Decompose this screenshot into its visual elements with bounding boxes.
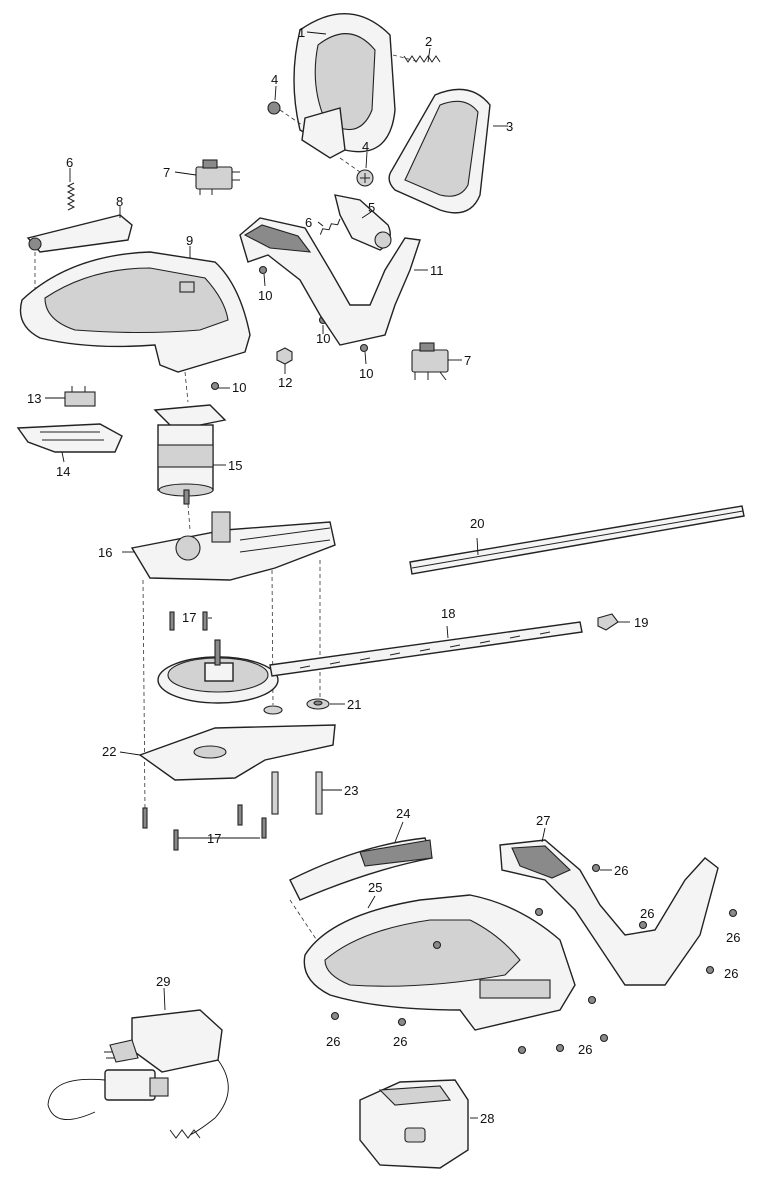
label-4-top: 4 (271, 72, 278, 87)
part-10-screw-a (258, 265, 268, 275)
part-7-switch-bottom (411, 342, 449, 381)
gear-wheel (157, 639, 279, 704)
label-18: 18 (441, 606, 455, 621)
part-29-charger (47, 1009, 229, 1139)
label-10-b: 10 (316, 331, 330, 346)
part-3-handle-cover (388, 88, 491, 214)
label-11: 11 (430, 263, 444, 278)
part-2-spring (403, 55, 441, 63)
label-8: 8 (116, 194, 123, 209)
label-26-e: 26 (578, 1042, 592, 1057)
label-17-top: 17 (182, 610, 196, 625)
label-4-bottom: 4 (362, 139, 369, 154)
label-10-d: 10 (232, 380, 246, 395)
part-1-front-handle (293, 12, 396, 159)
label-3: 3 (506, 119, 513, 134)
part-21-washer-left (263, 705, 283, 715)
part-5-trigger (334, 194, 392, 251)
part-6-spring-left (66, 182, 76, 211)
label-25: 25 (368, 880, 382, 895)
part-6-spring-right (319, 218, 341, 235)
label-26-b: 26 (640, 906, 654, 921)
label-6-right: 6 (305, 215, 312, 230)
label-7-top: 7 (163, 165, 170, 180)
part-8-lever (26, 214, 133, 253)
part-10-screw-d (210, 381, 220, 391)
label-22: 22 (102, 744, 116, 759)
part-18-blade (269, 621, 583, 677)
part-23-bolts (271, 771, 323, 815)
part-12-nut (276, 347, 293, 365)
part-17-screws-bottom (142, 804, 267, 851)
label-5: 5 (368, 200, 375, 215)
label-1: 1 (298, 25, 305, 40)
part-7-switch-top (195, 159, 240, 195)
part-26-screws (330, 863, 738, 1055)
label-20: 20 (470, 516, 484, 531)
part-11-rear-handle (239, 217, 421, 346)
label-29: 29 (156, 974, 170, 989)
label-6-left: 6 (66, 155, 73, 170)
part-16-gear-housing (130, 511, 336, 581)
part-24-grip-overlay (289, 837, 433, 901)
part-22-gear-cover (138, 724, 336, 781)
part-17-screws-top (169, 611, 208, 631)
part-27-rear-handle-cover (499, 839, 719, 986)
label-26-d: 26 (724, 966, 738, 981)
label-10-c: 10 (359, 366, 373, 381)
label-26-a: 26 (614, 863, 628, 878)
label-24: 24 (396, 806, 410, 821)
part-28-battery (359, 1079, 469, 1169)
label-9: 9 (186, 233, 193, 248)
label-21: 21 (347, 697, 361, 712)
part-20-blade-guard (409, 505, 745, 575)
part-4-screw-top (267, 101, 281, 115)
label-15: 15 (228, 458, 242, 473)
part-25-housing-lower (303, 894, 576, 1031)
label-12: 12 (278, 375, 292, 390)
label-10-a: 10 (258, 288, 272, 303)
label-17-bottom: 17 (207, 831, 221, 846)
part-labels: 1 2 3 4 4 5 6 6 7 7 8 9 10 10 10 10 11 1… (27, 25, 740, 1126)
label-27: 27 (536, 813, 550, 828)
label-13: 13 (27, 391, 41, 406)
part-15-motor (153, 404, 227, 505)
label-26-c: 26 (726, 930, 740, 945)
label-16: 16 (98, 545, 112, 560)
part-19-blade-tip (597, 613, 619, 631)
label-23: 23 (344, 783, 358, 798)
part-21-washer-right (306, 698, 330, 710)
label-7-bottom: 7 (464, 353, 471, 368)
part-13-small-switch (64, 386, 96, 407)
label-14: 14 (56, 464, 70, 479)
label-19: 19 (634, 615, 648, 630)
part-10-screw-c (359, 343, 369, 353)
label-28: 28 (480, 1111, 494, 1126)
label-2: 2 (425, 34, 432, 49)
part-9-housing-upper (19, 251, 251, 373)
part-14-bracket (16, 423, 123, 453)
label-26-f: 26 (326, 1034, 340, 1049)
leader-lines (45, 31, 630, 1119)
label-26-g: 26 (393, 1034, 407, 1049)
part-4-screw-bottom (356, 169, 374, 187)
